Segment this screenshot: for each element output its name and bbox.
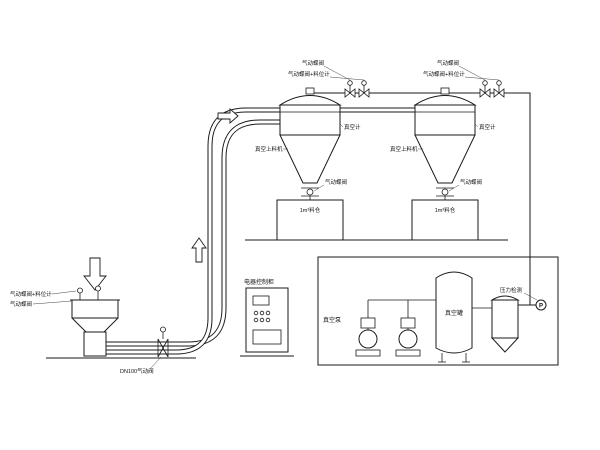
control-cabinet [240, 287, 294, 357]
feed-hopper-body [71, 299, 119, 319]
cabinet-display [252, 295, 270, 306]
material-infeed-arrow-icon [83, 257, 107, 291]
vacuum-pump-2 [395, 317, 421, 357]
cabinet-panel [252, 329, 282, 345]
discharge-valve-icon [306, 188, 314, 196]
r1-top-valve-level-label: 气动蝶阀+料位计 [288, 70, 330, 78]
receiver-cone [414, 134, 476, 184]
silo-box [276, 199, 344, 241]
flow-arrow-right-icon [217, 108, 239, 124]
silo-label: 1m³料仓 [300, 206, 321, 214]
exhaust-stub [305, 87, 315, 95]
pressure-gauge-icon: P [535, 299, 547, 311]
feed-valve-level-label: 气动蝶阀+料位计 [10, 290, 52, 298]
vacuum-header-pipe [310, 92, 536, 306]
receiver-body [414, 104, 476, 136]
feed-level-valve-icon [95, 285, 101, 292]
dn100-valve-label: DN100气动阀 [120, 367, 154, 375]
feed-station [70, 285, 120, 357]
dn100-valve-icon [157, 326, 169, 358]
r1-top-valve-label: 气动蝶阀 [302, 59, 324, 67]
vacuum-pump-1 [355, 317, 381, 357]
butterfly-valve-icon [479, 80, 491, 98]
pressure-detect-label: 压力检测 [500, 286, 523, 294]
butterfly-valve-level-icon [358, 80, 370, 98]
discharge-valve-icon [441, 188, 449, 196]
filter-separator [490, 295, 520, 353]
silo-label: 1m³料仓 [435, 206, 456, 214]
r2-discharge-valve-label: 气动蝶阀 [460, 178, 482, 186]
r2-vacuum-gauge-label: 真空计 [479, 123, 496, 131]
r2-equipment-label: 真空上料机 [390, 145, 418, 153]
flow-arrow-up-icon [191, 237, 207, 263]
annotations: 气动蝶阀 气动蝶阀+料位计 气动蝶阀 气动蝶阀+料位计 真空计 真空计 真空上料… [10, 59, 538, 375]
r1-equipment-label: 真空上料机 [255, 145, 283, 153]
silo-box [411, 199, 479, 241]
butterfly-valve-icon [344, 80, 356, 98]
receiver-dome [413, 95, 477, 106]
r2-top-valve-level-label: 气动蝶阀+料位计 [423, 70, 465, 78]
r1-discharge-valve-label: 气动蝶阀 [325, 178, 347, 186]
vacuum-pump-label: 真空泵 [323, 316, 341, 324]
vacuum-receiver-1: 1m³料仓 [276, 87, 344, 241]
r1-vacuum-gauge-label: 真空计 [344, 123, 361, 131]
receiver-dome [278, 95, 342, 106]
header-butterfly-valves [344, 80, 505, 98]
r2-top-valve-label: 气动蝶阀 [437, 59, 459, 67]
control-cabinet-label: 电器控制柜 [244, 278, 274, 286]
receiver-body [279, 104, 341, 136]
pump-room-enclosure [317, 256, 559, 366]
tank-label: 真空罐 [445, 309, 463, 317]
feed-discharge-unit [83, 331, 107, 357]
vacuum-tank: 真空罐 [435, 271, 473, 363]
pump-room: 真空罐 P [317, 256, 559, 366]
receiver-cone [279, 134, 341, 184]
vacuum-receiver-2: 1m³料仓 [411, 87, 479, 241]
instrument-tag: P [539, 304, 543, 310]
exhaust-stub [440, 87, 450, 95]
feed-valve-icon [77, 287, 83, 294]
butterfly-valve-level-icon [493, 80, 505, 98]
feed-valve-label: 气动蝶阀 [10, 300, 32, 308]
